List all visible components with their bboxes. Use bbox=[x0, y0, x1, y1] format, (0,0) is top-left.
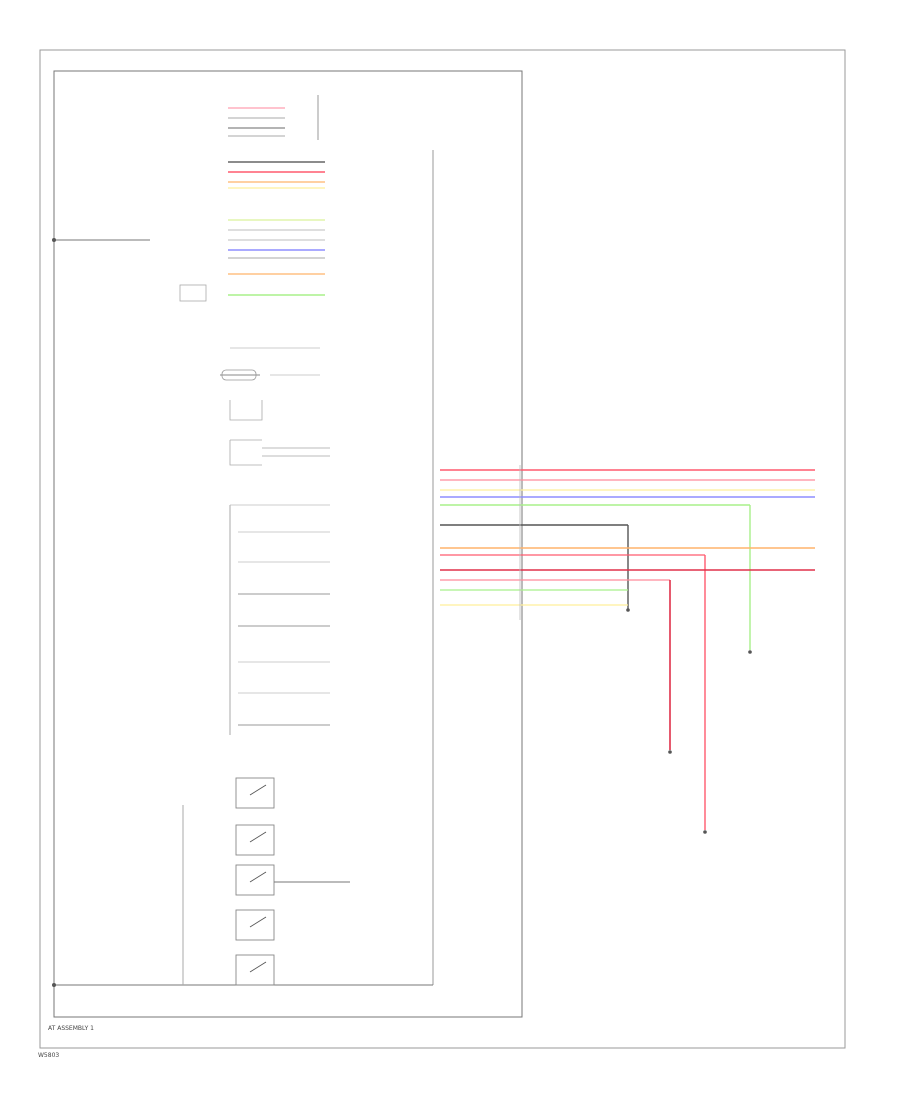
switch-icon bbox=[235, 824, 275, 856]
outer-frame bbox=[39, 49, 846, 1049]
sensor-resistors bbox=[179, 284, 320, 381]
wire-group-b bbox=[228, 219, 325, 296]
switch-icon bbox=[235, 909, 275, 941]
footer-caption: AT ASSEMBLY 1 bbox=[48, 1025, 94, 1032]
ground-icon bbox=[52, 238, 56, 242]
wire-group-a bbox=[228, 161, 325, 189]
solenoid-ladder bbox=[229, 504, 330, 735]
connector-icon bbox=[626, 608, 752, 834]
ground-icon bbox=[52, 983, 56, 987]
switch-icon bbox=[235, 954, 275, 986]
external-harness bbox=[440, 465, 815, 830]
top-sensor-group bbox=[228, 95, 319, 140]
footer-tag: W5803 bbox=[38, 1052, 59, 1059]
switch-icon bbox=[235, 864, 275, 896]
pressure-sensors bbox=[229, 400, 330, 466]
switch-icon bbox=[235, 777, 275, 809]
module-box bbox=[53, 70, 523, 1018]
pressure-switches bbox=[182, 777, 350, 986]
